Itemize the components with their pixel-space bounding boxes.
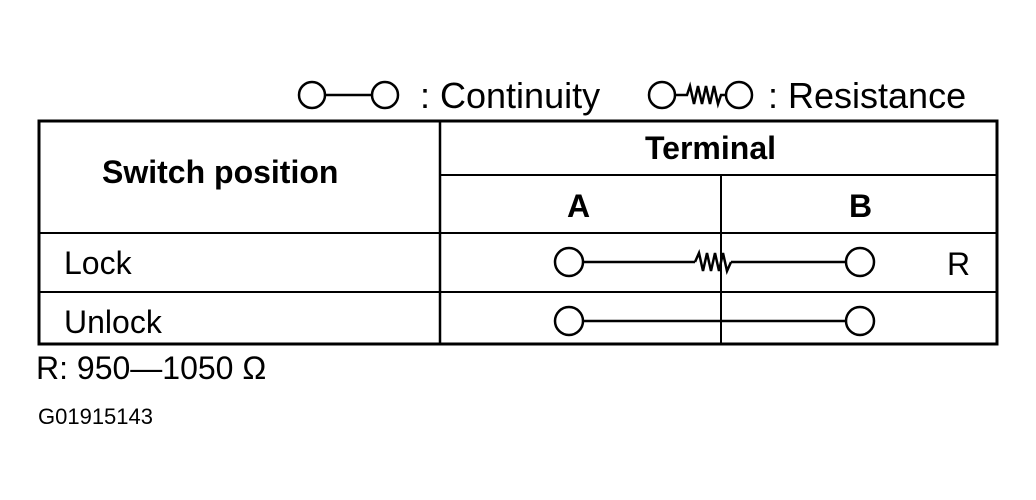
terminal-a-header: A	[567, 188, 591, 224]
table-grid	[37, 119, 999, 346]
lock-position-label: Lock	[64, 245, 132, 281]
continuity-legend-label: : Continuity	[420, 75, 601, 116]
continuity-symbol-icon	[297, 80, 400, 110]
terminal-header: Terminal	[645, 130, 776, 166]
resistance-value-note: R: 950—1050 Ω	[36, 350, 267, 386]
unlock-position-label: Unlock	[64, 304, 162, 340]
lock-row-resistance-connection	[553, 246, 876, 278]
resistance-marker: R	[947, 246, 971, 282]
switch-position-header: Switch position	[102, 154, 339, 190]
unlock-row-continuity-connection	[553, 305, 876, 337]
resistance-legend-label: : Resistance	[768, 75, 967, 116]
terminal-b-header: B	[849, 188, 873, 224]
resistance-symbol-icon	[647, 80, 754, 110]
figure-code: G01915143	[38, 404, 153, 429]
